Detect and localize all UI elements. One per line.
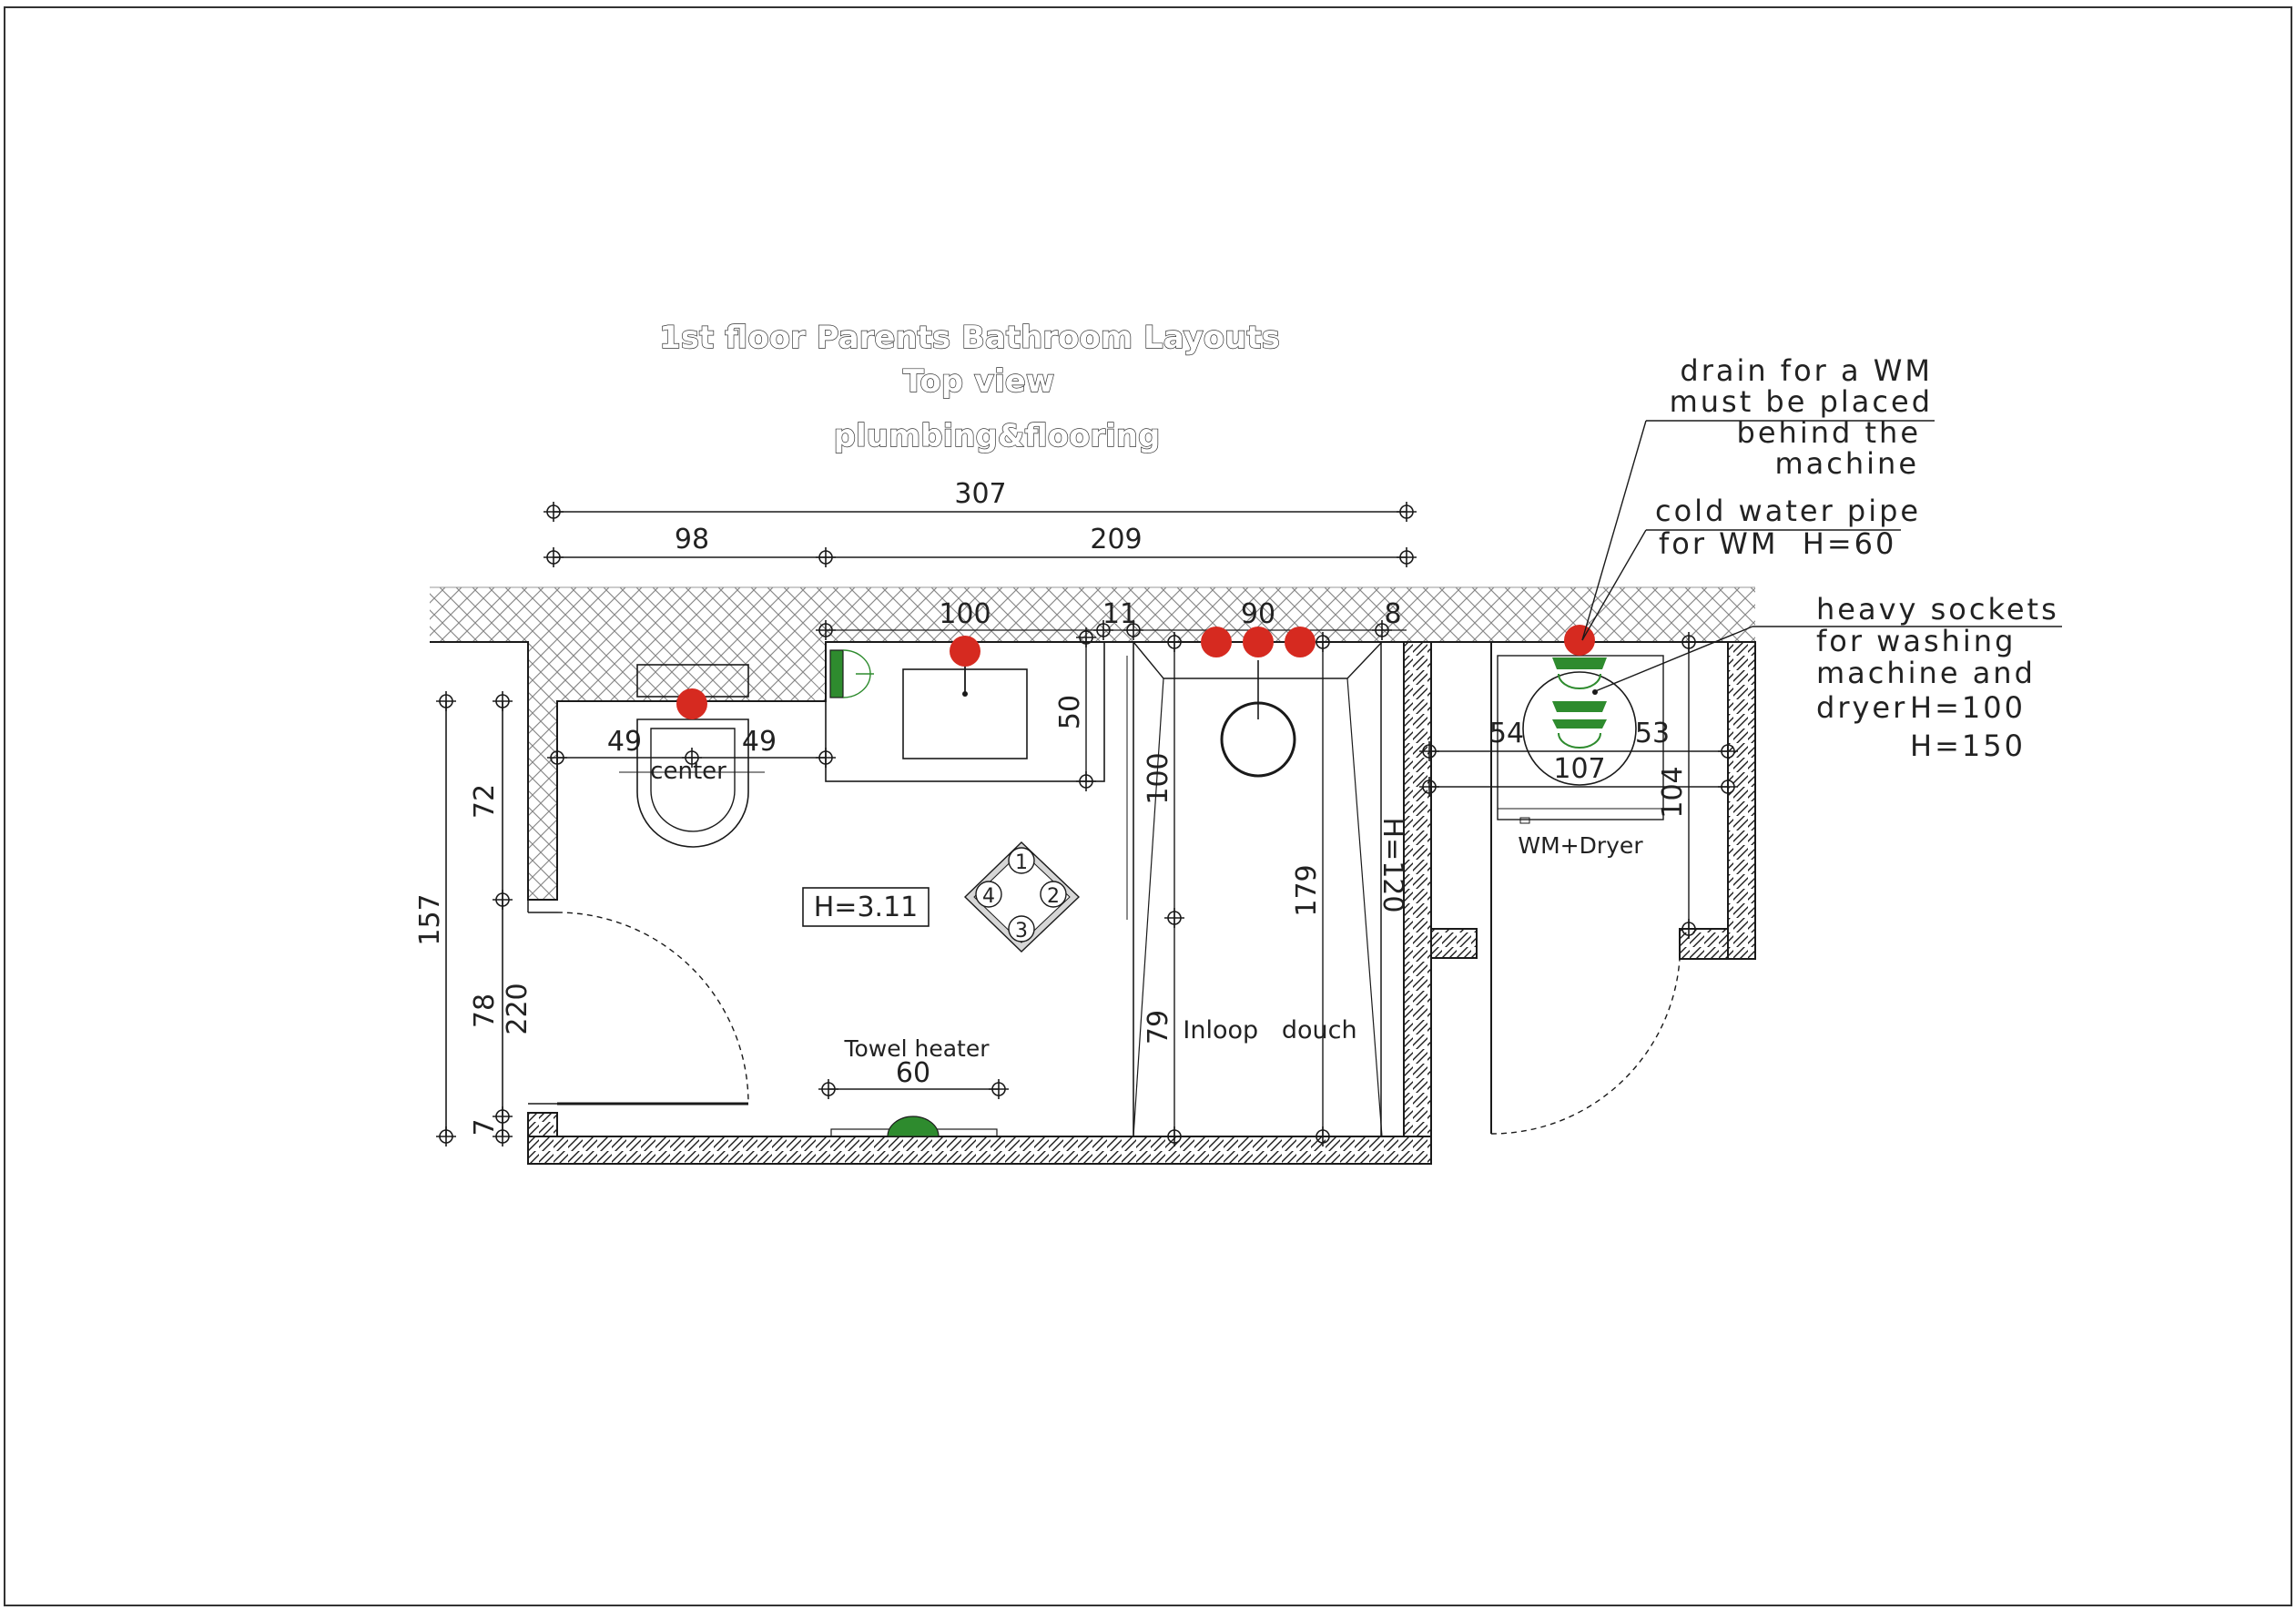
wm-socket-icon xyxy=(1552,657,1607,749)
sockets-note-4: dryer xyxy=(1816,690,1907,725)
shower-wall-inner xyxy=(1380,641,1405,1137)
cold-water-note-leader xyxy=(1581,529,1901,641)
wm-dryer-label: WM+Dryer xyxy=(1518,832,1643,859)
floor-tile-4: 4 xyxy=(982,885,995,908)
sheet-border xyxy=(4,6,2292,1606)
sockets-note-6: H=150 xyxy=(1910,729,2026,763)
laundry-door-swing xyxy=(1490,958,1681,1135)
plumbing-point-shower-3 xyxy=(1285,627,1316,657)
dimension-toilet xyxy=(546,747,837,769)
towel-heater-label: Towel heater xyxy=(843,1035,990,1062)
dim-wm-right: 53 xyxy=(1635,718,1670,749)
dim-total-width: 307 xyxy=(954,478,1006,510)
dim-toilet-right: 49 xyxy=(742,726,777,758)
drain-note-3: behind the xyxy=(1737,415,1921,450)
dim-towel-heater: 60 xyxy=(896,1057,930,1089)
dimension-307 xyxy=(543,501,1417,523)
dim-shower-79: 79 xyxy=(1143,1010,1174,1044)
floor-drain xyxy=(963,841,1081,953)
dim-wm-left: 54 xyxy=(1489,718,1524,749)
dim-sink-depth: 50 xyxy=(1054,695,1086,729)
dim-left-width: 98 xyxy=(675,524,709,555)
pillar xyxy=(1430,928,1478,959)
dim-wall-72: 72 xyxy=(469,784,501,819)
door-jamb-left xyxy=(527,1112,558,1137)
dim-sink-width: 100 xyxy=(939,598,991,630)
dim-shower-width: 90 xyxy=(1241,598,1275,630)
dimension-157 xyxy=(435,690,457,1147)
dimension-sink-depth xyxy=(1075,627,1097,792)
toilet xyxy=(619,664,765,848)
sockets-note-5: H=100 xyxy=(1910,690,2026,725)
laundry-wall-right xyxy=(1727,641,1756,960)
cold-water-note-1: cold water pipe xyxy=(1655,494,1921,528)
dim-right-width: 209 xyxy=(1090,524,1142,555)
dimension-wm-depth xyxy=(1678,631,1700,940)
plumbing-point-shower-1 xyxy=(1201,627,1232,657)
drain-note-1: drain for a WM xyxy=(1680,353,1933,388)
floor-tile-2: 2 xyxy=(1047,885,1060,908)
drain-note-leader xyxy=(1581,420,1935,641)
dimension-98-209 xyxy=(543,546,1417,568)
plumbing-point-sink xyxy=(950,636,980,667)
sockets-note-3: machine and xyxy=(1816,656,2036,690)
dim-gap-8: 8 xyxy=(1384,598,1401,630)
dimension-shower-100-79 xyxy=(1163,631,1185,1147)
dim-wm-depth: 104 xyxy=(1657,766,1689,818)
floor-tile-1: 1 xyxy=(1015,851,1028,874)
sink-socket-icon xyxy=(829,649,874,698)
title-line-3: plumbing&flooring xyxy=(834,418,1161,454)
dim-toilet-left: 49 xyxy=(607,726,642,758)
cold-water-note-2: for WM H=60 xyxy=(1659,526,1896,561)
shower-area xyxy=(1126,641,1383,1137)
toilet-center-label: center xyxy=(650,758,726,785)
top-wall-band xyxy=(430,587,1755,642)
ceiling-height-label: H=3.11 xyxy=(814,892,919,923)
dim-gap-11: 11 xyxy=(1102,598,1137,630)
title-line-1: 1st floor Parents Bathroom Layouts xyxy=(659,320,1280,356)
title-line-2: Top view xyxy=(903,363,1055,400)
shower-wall xyxy=(1403,641,1432,1137)
dim-total-depth: 157 xyxy=(414,893,446,945)
left-wall-upper xyxy=(528,642,578,900)
washing-machine-dryer xyxy=(1497,655,1664,824)
sockets-note-1: heavy sockets xyxy=(1816,592,2059,627)
dimension-shower-179 xyxy=(1312,631,1334,1147)
laundry-wall-return xyxy=(1679,928,1729,960)
toilet-niche xyxy=(557,642,826,701)
dimension-wm-width xyxy=(1418,740,1739,798)
dim-door-78: 78 xyxy=(469,994,501,1028)
drain-note-2: must be placed xyxy=(1670,384,1933,419)
dim-wm-width: 107 xyxy=(1553,753,1605,785)
dimension-72-78-7 xyxy=(492,690,513,1147)
plumbing-point-shower-2 xyxy=(1243,627,1274,657)
sockets-note-2: for washing xyxy=(1816,624,2016,658)
dim-door-220: 220 xyxy=(502,983,533,1034)
bottom-wall xyxy=(527,1136,1432,1165)
dimension-towel-heater xyxy=(818,1078,1010,1100)
bathroom-door-swing xyxy=(556,912,749,1105)
shower-label: Inloop douch xyxy=(1183,1016,1356,1044)
plumbing-point-wm xyxy=(1564,625,1595,656)
ceiling-height-box xyxy=(802,887,930,927)
floor-tile-3: 3 xyxy=(1015,920,1028,943)
dim-shower-179: 179 xyxy=(1291,864,1323,916)
dim-shower-h120: H=120 xyxy=(1377,818,1408,913)
dim-bottom-7: 7 xyxy=(469,1118,501,1136)
plumbing-point-toilet xyxy=(676,688,707,719)
sockets-note-leader xyxy=(1592,626,2062,695)
towel-heater xyxy=(830,1116,998,1137)
drain-note-4: machine xyxy=(1774,446,1919,481)
